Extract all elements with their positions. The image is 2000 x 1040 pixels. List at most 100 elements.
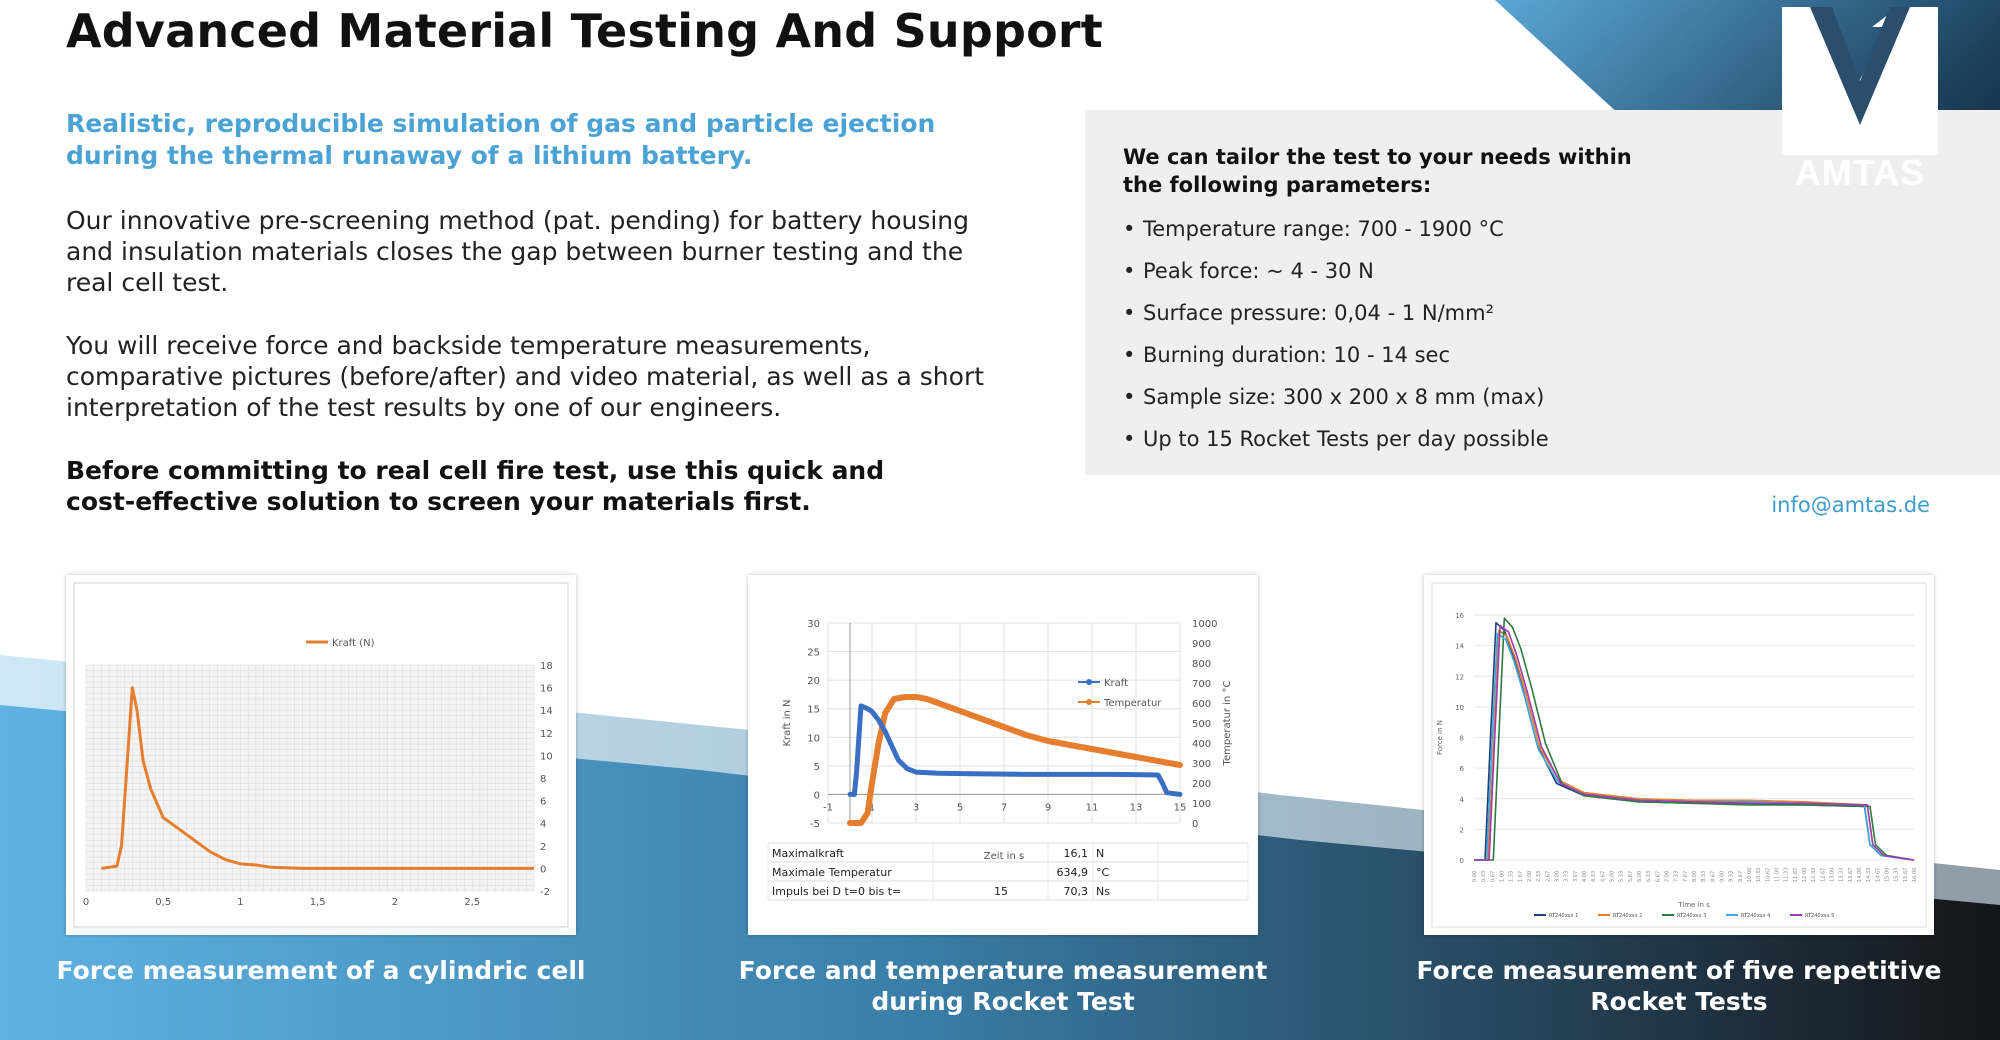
x-tick-label: 16.00 <box>1912 868 1918 882</box>
y2-tick-label: 100 <box>1192 799 1211 810</box>
x-tick-label: 2.00 <box>1527 871 1533 882</box>
y-tick-label: 4 <box>1460 796 1465 804</box>
y-tick-label: -2 <box>540 887 550 898</box>
x-tick-label: 6.33 <box>1646 871 1652 882</box>
x-tick-label: 1 <box>237 897 243 908</box>
y2-tick-label: 800 <box>1192 659 1211 670</box>
table-cell: 15 <box>994 885 1008 898</box>
y-tick-label: 16 <box>1455 612 1464 620</box>
x-tick-label: 2,5 <box>464 897 480 908</box>
list-item: •Temperature range: 700 - 1900 °C <box>1123 208 1549 250</box>
intro-paragraph-1: Our innovative pre-screening method (pat… <box>66 206 970 297</box>
x-tick-label: 1.33 <box>1509 871 1515 882</box>
y-tick-label: 5 <box>814 762 820 773</box>
table-cell: 16,1 <box>1064 847 1089 860</box>
x-tick-label: 2 <box>392 897 398 908</box>
legend-marker <box>1086 679 1092 685</box>
y-tick-label: 14 <box>540 706 553 717</box>
x-axis-label: Time in s <box>1677 901 1710 909</box>
x-tick-label: 0.67 <box>1490 871 1496 882</box>
x-tick-label: 0,5 <box>155 897 171 908</box>
y2-tick-label: 600 <box>1192 699 1211 710</box>
x-tick-label: 3.67 <box>1573 871 1579 882</box>
x-tick-label: 4.33 <box>1591 871 1597 882</box>
x-tick-label: 14.33 <box>1866 868 1872 882</box>
x-tick-label: 7.00 <box>1665 871 1671 882</box>
y2-tick-label: 1000 <box>1192 619 1217 630</box>
x-tick-label: 11 <box>1086 802 1099 813</box>
x-tick-label: 3 <box>913 802 919 813</box>
legend-label: Kraft (N) <box>332 638 375 649</box>
y-tick-label: 10 <box>1455 704 1464 712</box>
x-tick-label: 14.00 <box>1857 868 1863 882</box>
bullet: • <box>1123 259 1136 283</box>
x-tick-label: 1.67 <box>1518 871 1524 882</box>
series-line <box>1474 629 1915 861</box>
list-item: •Peak force: ~ 4 - 30 N <box>1123 250 1549 292</box>
y-tick-label: 10 <box>807 733 820 744</box>
x-tick-label: 11.67 <box>1793 868 1799 882</box>
y-tick-label: -5 <box>810 819 820 830</box>
y-tick-label: 2 <box>1460 826 1464 834</box>
legend-label: Kraft <box>1104 678 1128 689</box>
y-tick-label: 8 <box>540 774 546 785</box>
x-tick-label: 5.67 <box>1628 871 1634 882</box>
bullet: • <box>1123 385 1136 409</box>
x-tick-label: 10.67 <box>1765 868 1771 882</box>
x-tick-label: 0.33 <box>1481 871 1487 882</box>
x-tick-label: 1,5 <box>310 897 326 908</box>
table-cell: 70,3 <box>1064 885 1089 898</box>
x-tick-label: 4.67 <box>1600 871 1606 882</box>
x-tick-label: 13 <box>1130 802 1143 813</box>
table-cell: Ns <box>1096 885 1110 898</box>
series-temperatur-line <box>847 694 1183 826</box>
legend-label: RT240xxx 2 <box>1613 913 1642 919</box>
x-tick-label: 5.33 <box>1619 871 1625 882</box>
parameters-panel: We can tailor the test to your needs wit… <box>1085 110 2000 475</box>
y-tick-label: 25 <box>807 648 820 659</box>
y2-tick-label: 200 <box>1192 779 1211 790</box>
x-tick-label: 11.33 <box>1784 868 1790 882</box>
x-tick-label: 13.33 <box>1839 868 1845 882</box>
table-cell: Maximalkraft <box>772 847 845 860</box>
x-tick-label: 10.33 <box>1756 868 1762 882</box>
x-tick-label: 9.00 <box>1720 871 1726 882</box>
list-item: •Surface pressure: 0,04 - 1 N/mm² <box>1123 292 1549 334</box>
logo-text: AMTAS <box>1795 152 1925 190</box>
y-tick-label: 14 <box>1455 643 1464 651</box>
parameters-list: •Temperature range: 700 - 1900 °C •Peak … <box>1123 208 1549 460</box>
y2-tick-label: 900 <box>1192 639 1211 650</box>
legend-label: RT240xxx 4 <box>1741 913 1770 919</box>
legend-label: RT240xxx 5 <box>1805 913 1834 919</box>
y-tick-label: 6 <box>540 797 546 808</box>
x-tick-label: 0.00 <box>1472 871 1478 882</box>
x-tick-label: 15.33 <box>1894 868 1900 882</box>
table-cell: °C <box>1096 866 1110 879</box>
x-axis-label: Zeit in s <box>984 851 1024 862</box>
y2-tick-label: 300 <box>1192 759 1211 770</box>
parameters-title: We can tailor the test to your needs wit… <box>1123 145 1632 197</box>
y2-tick-label: 0 <box>1192 819 1198 830</box>
x-tick-label: 6.67 <box>1655 871 1661 882</box>
series-kraft-line <box>847 703 1183 797</box>
x-tick-label: 3.00 <box>1555 871 1561 882</box>
x-tick-label: 2.67 <box>1545 871 1551 882</box>
table-cell: 634,9 <box>1057 866 1089 879</box>
x-tick-label: 4.00 <box>1582 871 1588 882</box>
list-item: •Up to 15 Rocket Tests per day possible <box>1123 418 1549 460</box>
legend-marker <box>1086 699 1092 705</box>
x-tick-label: 9.33 <box>1729 871 1735 882</box>
page-title: Advanced Material Testing And Support <box>66 4 1103 58</box>
x-tick-label: 7 <box>1001 802 1007 813</box>
table-cell: Impuls bei D t=0 bis t= <box>772 885 901 898</box>
y-axis-label: Force in N <box>1436 720 1444 755</box>
x-tick-label: 10.00 <box>1747 868 1753 882</box>
x-tick-label: 15.67 <box>1903 868 1909 882</box>
y-axis-label: Kraft in N <box>782 699 793 746</box>
contact-email-link[interactable]: info@amtas.de <box>1771 493 1930 517</box>
table-cell: Maximale Temperatur <box>772 866 892 879</box>
